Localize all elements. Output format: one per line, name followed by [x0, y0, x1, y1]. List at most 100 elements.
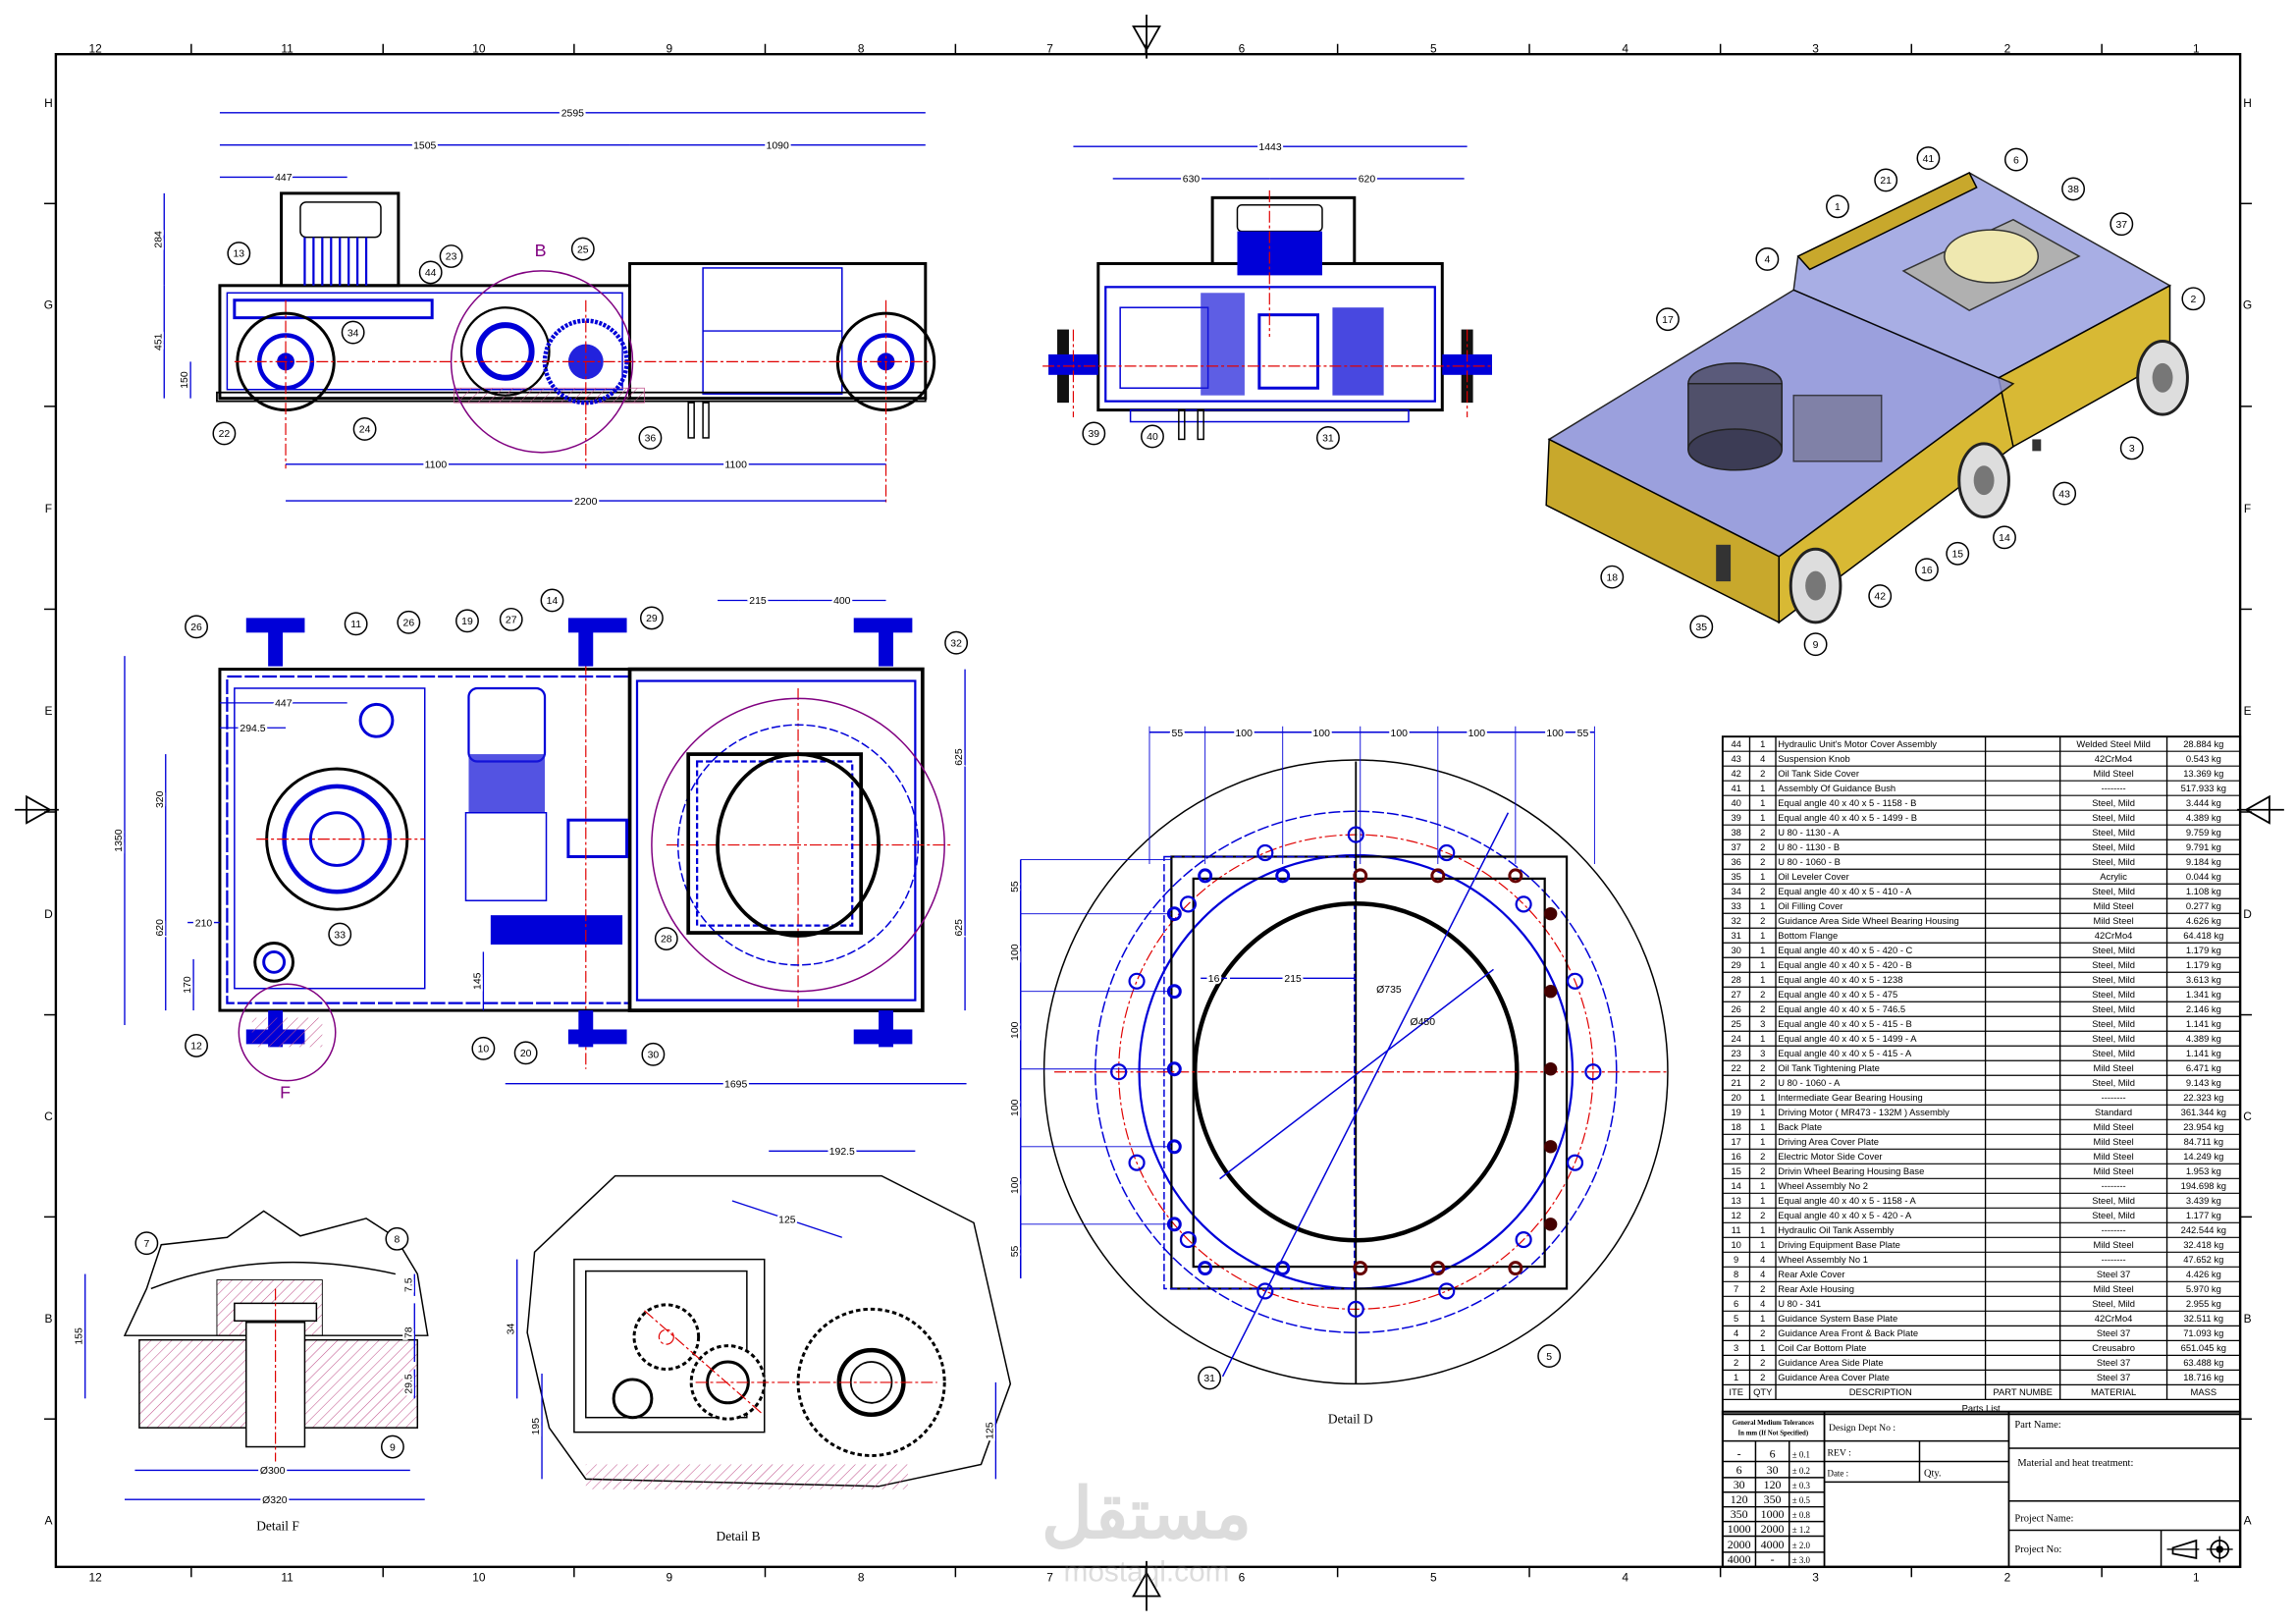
detail-f-marker[interactable]: F	[280, 1083, 291, 1103]
item-balloon[interactable]: 26	[397, 610, 421, 634]
dimension-label: 625	[954, 919, 965, 937]
item-balloon[interactable]: 7	[134, 1231, 159, 1256]
item-balloon[interactable]: 12	[185, 1033, 208, 1057]
item-balloon[interactable]: 23	[439, 244, 463, 268]
table-cell: 42	[1731, 768, 1740, 779]
item-balloon[interactable]: 11	[344, 612, 368, 636]
item-balloon[interactable]: 16	[1915, 558, 1939, 582]
balloon-number: 5	[1546, 1352, 1552, 1363]
item-balloon[interactable]: 5	[1537, 1344, 1562, 1368]
item-balloon[interactable]: 21	[1874, 168, 1898, 192]
table-cell: Steel 37	[2097, 1327, 2130, 1338]
item-balloon[interactable]: 30	[641, 1042, 666, 1066]
table-cell: --------	[2102, 783, 2126, 793]
zone-column-label: 8	[858, 1571, 865, 1585]
item-balloon[interactable]: 6	[2003, 147, 2028, 172]
item-balloon[interactable]: 3	[2119, 436, 2144, 460]
table-cell: 40	[1731, 797, 1740, 808]
table-cell: Equal angle 40 x 40 x 5 - 410 - A	[1778, 886, 1912, 896]
dimension-label: 78	[403, 1326, 414, 1338]
item-balloon[interactable]: 2	[2181, 287, 2206, 311]
table-cell: Creusabro	[2092, 1342, 2135, 1353]
table-cell: 1	[1760, 783, 1765, 793]
item-balloon[interactable]: 15	[1946, 541, 1970, 566]
table-cell: 28	[1731, 974, 1740, 985]
parts-list-title: Parts List	[1962, 1402, 2001, 1413]
item-balloon[interactable]: 9	[1803, 632, 1828, 657]
zone-row-label: C	[2243, 1110, 2252, 1123]
item-balloon[interactable]: 36	[638, 426, 663, 450]
item-balloon[interactable]: 24	[352, 417, 377, 441]
item-balloon[interactable]: 42	[1868, 584, 1893, 608]
table-cell: --------	[2102, 1254, 2126, 1265]
item-balloon[interactable]: 28	[654, 927, 678, 950]
item-balloon[interactable]: 13	[227, 242, 251, 265]
balloon-number: 1	[1835, 202, 1841, 213]
detail-d-title: Detail D	[1328, 1412, 1373, 1427]
table-cell: Assembly Of Guidance Bush	[1778, 783, 1896, 793]
table-cell: Steel 37	[2097, 1372, 2130, 1382]
item-balloon[interactable]: 33	[328, 922, 352, 947]
item-balloon[interactable]: 38	[2061, 177, 2086, 201]
item-balloon[interactable]: 34	[341, 320, 365, 345]
item-balloon[interactable]: 14	[540, 588, 564, 613]
item-balloon[interactable]: 31	[1198, 1366, 1222, 1390]
balloon-number: 12	[190, 1042, 202, 1053]
item-balloon[interactable]: 31	[1316, 426, 1340, 450]
svg-text:mostaql.com: mostaql.com	[1064, 1556, 1230, 1589]
detail-f-circle[interactable]	[238, 983, 337, 1082]
item-balloon[interactable]: 43	[2053, 481, 2077, 506]
item-balloon[interactable]: 37	[2109, 212, 2134, 237]
item-balloon[interactable]: 4	[1755, 247, 1780, 271]
item-balloon[interactable]: 19	[455, 609, 479, 633]
item-balloon[interactable]: 26	[185, 615, 208, 639]
table-cell: 8	[1734, 1269, 1738, 1279]
table-cell: Equal angle 40 x 40 x 5 - 1238	[1778, 974, 1902, 985]
item-balloon[interactable]: 22	[212, 421, 237, 446]
dimension-label: 100	[1010, 1099, 1021, 1116]
table-cell: Mild Steel	[2094, 1136, 2134, 1147]
table-cell: 6	[1734, 1298, 1738, 1309]
dimension-label: 100	[1010, 944, 1021, 961]
detail-b-circle[interactable]	[450, 270, 634, 454]
item-balloon[interactable]: 27	[499, 607, 523, 631]
item-balloon[interactable]: 41	[1916, 146, 1941, 171]
item-balloon[interactable]: 20	[513, 1041, 538, 1065]
item-balloon[interactable]: 1	[1826, 194, 1849, 219]
item-balloon[interactable]: 9	[380, 1435, 404, 1459]
item-balloon[interactable]: 17	[1656, 307, 1680, 332]
item-balloon[interactable]: 44	[418, 260, 443, 285]
table-cell: 2	[1760, 1372, 1765, 1382]
item-balloon[interactable]: 25	[570, 237, 595, 261]
item-balloon[interactable]: 29	[639, 606, 664, 630]
dimension-label: Ø300	[260, 1466, 286, 1477]
centering-arrow-bottom	[1132, 1560, 1161, 1611]
item-balloon[interactable]: 10	[471, 1036, 496, 1060]
table-cell: 1.177 kg	[2186, 1210, 2221, 1220]
design-dept-no-label: Design Dept No :	[1829, 1423, 1896, 1434]
item-balloon[interactable]: 8	[385, 1226, 409, 1251]
table-cell: 1	[1760, 1342, 1765, 1353]
dimension-label: 630	[1183, 175, 1201, 186]
table-cell: 1.341 kg	[2186, 989, 2221, 1000]
tolerance-cell: 6	[1770, 1447, 1776, 1461]
item-balloon[interactable]: 14	[1993, 525, 2016, 550]
item-balloon[interactable]: 32	[944, 630, 969, 655]
item-balloon[interactable]: 35	[1689, 615, 1714, 639]
detail-b-title: Detail B	[717, 1529, 761, 1543]
item-balloon[interactable]: 18	[1600, 565, 1625, 589]
detail-d-circle[interactable]	[651, 697, 945, 993]
zone-column-label: 6	[1239, 42, 1246, 56]
item-balloon[interactable]: 40	[1141, 424, 1164, 449]
table-cell: 1	[1760, 974, 1765, 985]
zone-row-label: D	[2243, 907, 2252, 921]
item-balloon[interactable]: 39	[1082, 421, 1106, 446]
detail-b-marker[interactable]: B	[535, 241, 547, 260]
